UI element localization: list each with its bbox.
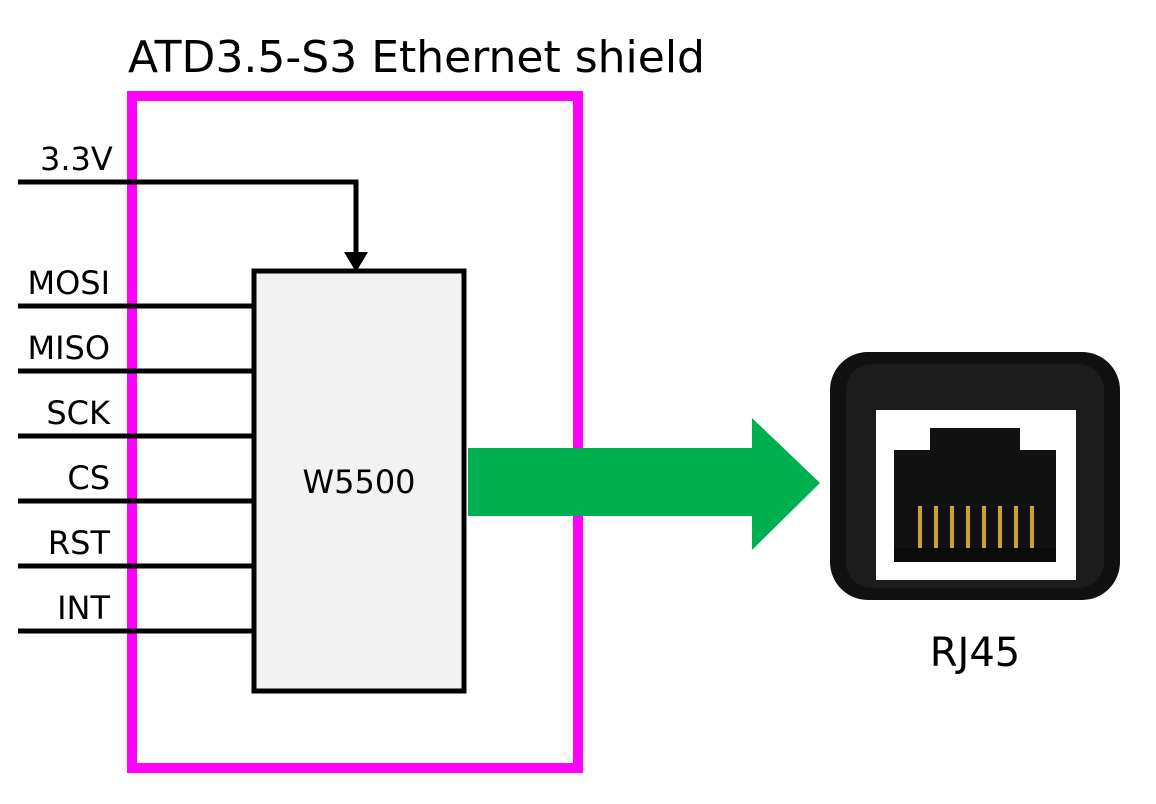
rj45-contact (982, 506, 986, 548)
pin-lines: MOSI MISO SCK CS RST INT (18, 264, 254, 634)
connector-label: RJ45 (930, 630, 1021, 676)
rj45-contact (1030, 506, 1034, 548)
power-line (18, 179, 368, 272)
pin-label-rst: RST (48, 524, 111, 562)
pin-label-miso: MISO (27, 329, 110, 367)
rj45-contact (934, 506, 938, 548)
ethernet-arrow (468, 418, 820, 550)
diagram-title: ATD3.5-S3 Ethernet shield (128, 32, 705, 83)
pin-label-cs: CS (67, 459, 110, 497)
rj45-contact (1014, 506, 1018, 548)
rj45-contact (998, 506, 1002, 548)
power-wire (18, 179, 359, 256)
power-label: 3.3V (40, 140, 113, 178)
w5500-chip (251, 268, 467, 694)
rj45-contact (966, 506, 970, 548)
pin-label-int: INT (57, 589, 110, 627)
rj45-port-icon (830, 352, 1120, 600)
shield-outline (127, 91, 583, 773)
chip-label: W5500 (302, 463, 415, 501)
rj45-contact (918, 506, 922, 548)
rj45-contacts (918, 506, 1034, 548)
pin-label-mosi: MOSI (27, 264, 110, 302)
pin-label-sck: SCK (46, 394, 111, 432)
rj45-contact (950, 506, 954, 548)
rj45-socket-base (894, 548, 1056, 562)
power-arrowhead (344, 252, 368, 272)
